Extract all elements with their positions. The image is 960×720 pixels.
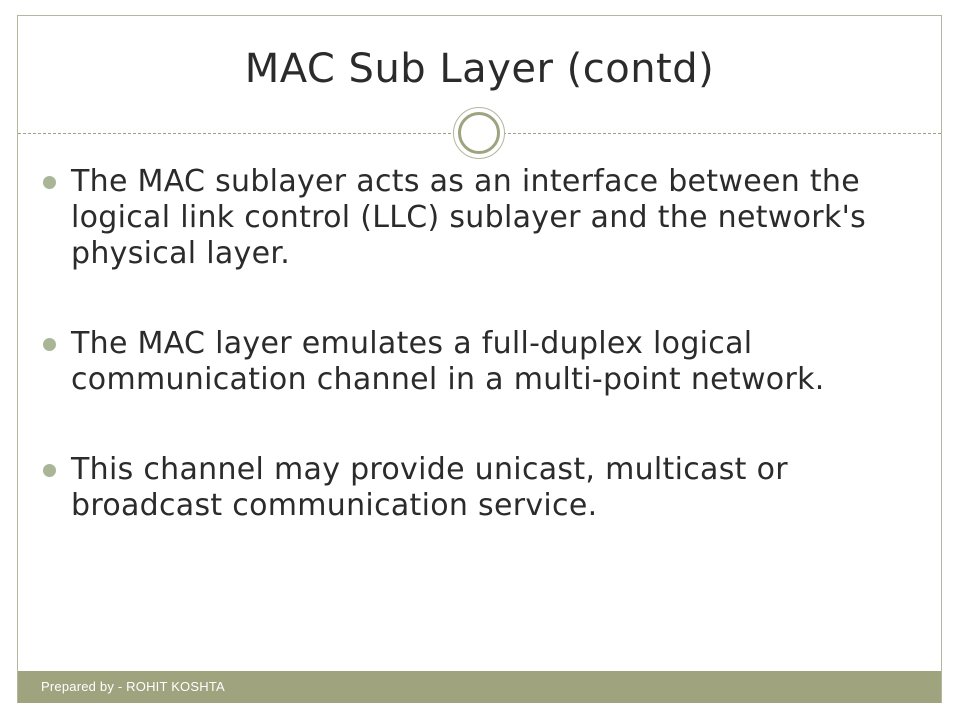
bullet-item: The MAC sublayer acts as an interface be… [40, 164, 920, 272]
bullet-item: This channel may provide unicast, multic… [40, 452, 920, 524]
bullet-text: The MAC sublayer acts as an interface be… [71, 164, 867, 271]
footer-bar: Prepared by - ROHIT KOSHTA [18, 671, 941, 703]
bullet-text: This channel may provide unicast, multic… [71, 452, 788, 523]
bullet-item: The MAC layer emulates a full-duplex log… [40, 326, 920, 398]
bullet-dot-icon [43, 464, 56, 477]
slide-title: MAC Sub Layer (contd) [244, 46, 715, 92]
bullet-dot-icon [43, 176, 56, 189]
bullet-text: The MAC layer emulates a full-duplex log… [71, 326, 825, 397]
bullet-dot-icon [43, 338, 56, 351]
double-circle-ornament-icon [458, 112, 500, 154]
bullet-list: The MAC sublayer acts as an interface be… [40, 164, 920, 524]
footer-credit: Prepared by - ROHIT KOSHTA [41, 679, 225, 694]
